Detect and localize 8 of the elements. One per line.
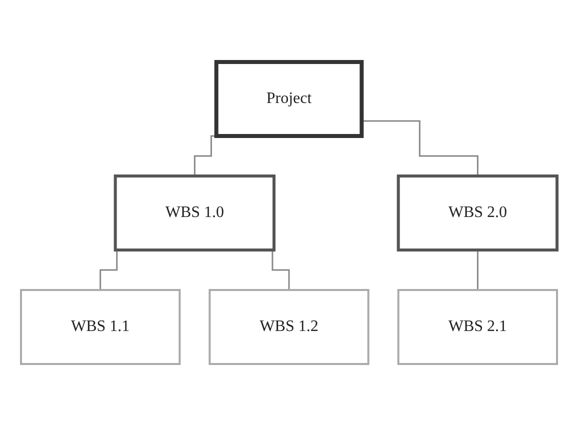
connector [362,120,478,177]
connector [476,249,478,291]
node-box: WBS 1.0 [114,174,276,252]
node-box: WBS 2.0 [396,174,558,252]
node-box: WBS 1.1 [20,289,181,365]
node-box: Project [214,60,364,138]
node-box: WBS 2.1 [397,289,558,365]
node-box: WBS 1.2 [208,289,370,365]
